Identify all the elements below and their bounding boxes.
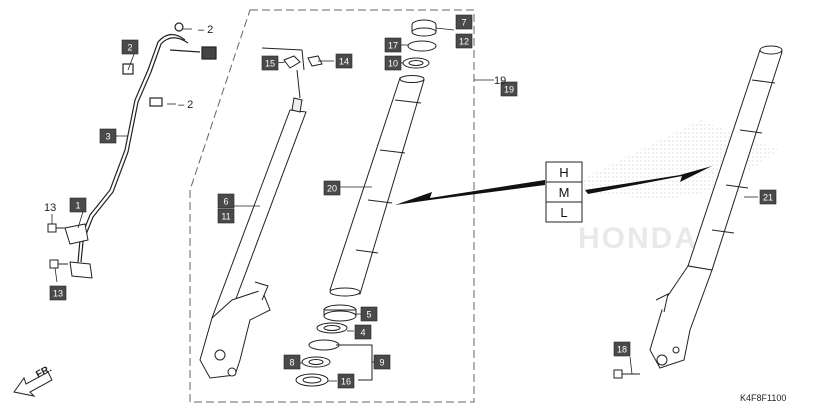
size-selector-table: HML xyxy=(545,161,583,223)
callout-box-label: 17 xyxy=(388,41,398,51)
outer-fork-tube xyxy=(329,75,425,297)
callout-box-8: 8 xyxy=(283,354,301,370)
callout-box-16: 16 xyxy=(337,373,355,389)
callout-box-11: 11 xyxy=(217,208,235,224)
callout-box-15: 15 xyxy=(261,55,279,71)
size-label-h: H xyxy=(559,165,568,180)
front-arrow: FR. xyxy=(13,363,54,397)
callout-box-2: 2 xyxy=(121,39,139,55)
callout-box-label: 6 xyxy=(223,197,228,207)
callout-box-label: 3 xyxy=(105,132,110,142)
callout-box-label: 8 xyxy=(289,358,294,368)
fork-cap xyxy=(411,19,437,37)
o-ring-17 xyxy=(407,40,437,52)
callout-plain-19: 19 xyxy=(494,75,506,87)
callout-box-17: 17 xyxy=(384,37,402,53)
callout-box-label: 10 xyxy=(388,59,398,69)
callout-box-1: 1 xyxy=(69,197,87,213)
callout-box-label: 13 xyxy=(53,289,63,299)
boxed-callouts: 2 3 1 13 15 14 6 11 17 10 7 12 19 20 54 8 9 16 18 21 xyxy=(49,14,777,389)
callout-box-20: 20 xyxy=(323,180,341,196)
callout-box-10: 10 xyxy=(384,55,402,71)
callout-box-21: 21 xyxy=(759,189,777,205)
callout-box-label: 19 xyxy=(504,85,514,95)
bolt-18 xyxy=(613,369,640,379)
callout-box-label: 21 xyxy=(763,193,773,203)
callout-box-label: 7 xyxy=(461,18,466,28)
washer-10 xyxy=(402,57,430,69)
diagram-code: K4F8F1100 xyxy=(740,393,786,403)
callout-box-label: 9 xyxy=(379,358,384,368)
adjuster-nut xyxy=(261,47,305,71)
callout-box-label: 1 xyxy=(75,201,80,211)
callout-box-label: 20 xyxy=(327,184,337,194)
callout-plain-2: – 2 xyxy=(178,99,193,111)
watermark-text: HONDA xyxy=(578,222,698,255)
callout-box-14: 14 xyxy=(335,53,353,69)
callout-box-3: 3 xyxy=(99,128,117,144)
nut-14 xyxy=(307,55,323,67)
callout-plain-2: – 2 xyxy=(198,24,213,36)
fork-tube-assembly xyxy=(199,69,307,379)
callout-box-label: 12 xyxy=(459,37,469,47)
speed-sensor-harness xyxy=(77,22,217,263)
size-label-m: M xyxy=(559,185,570,200)
selector-arrows xyxy=(395,166,712,205)
callout-box-label: 4 xyxy=(360,328,365,338)
callout-box-7: 7 xyxy=(455,14,473,30)
assembly-outline xyxy=(189,9,475,403)
callout-box-label: 11 xyxy=(221,212,230,222)
callout-box-label: 15 xyxy=(265,59,275,69)
callout-box-label: 16 xyxy=(341,377,351,387)
callout-box-9: 9 xyxy=(373,354,391,370)
bolt-13-bottom xyxy=(49,259,68,269)
callout-box-18: 18 xyxy=(613,341,631,357)
callout-box-5: 5 xyxy=(360,306,378,322)
callout-box-label: 18 xyxy=(617,345,627,355)
complete-fork xyxy=(649,45,783,369)
callout-box-13: 13 xyxy=(49,285,67,301)
callout-plain-13: 13 xyxy=(44,202,56,214)
callout-box-label: 5 xyxy=(366,310,371,320)
callout-box-19: 19 xyxy=(500,81,518,97)
callout-box-label: 2 xyxy=(127,43,132,53)
callout-box-6: 6 xyxy=(217,193,235,209)
size-label-l: L xyxy=(560,205,567,220)
bolt-13-top xyxy=(47,223,66,233)
seal-stack xyxy=(295,304,357,387)
callout-box-4: 4 xyxy=(354,324,372,340)
callout-box-12: 12 xyxy=(455,33,473,49)
size-cell-l xyxy=(545,201,583,223)
callout-box-label: 14 xyxy=(339,57,349,67)
sensor-bracket xyxy=(64,223,93,279)
